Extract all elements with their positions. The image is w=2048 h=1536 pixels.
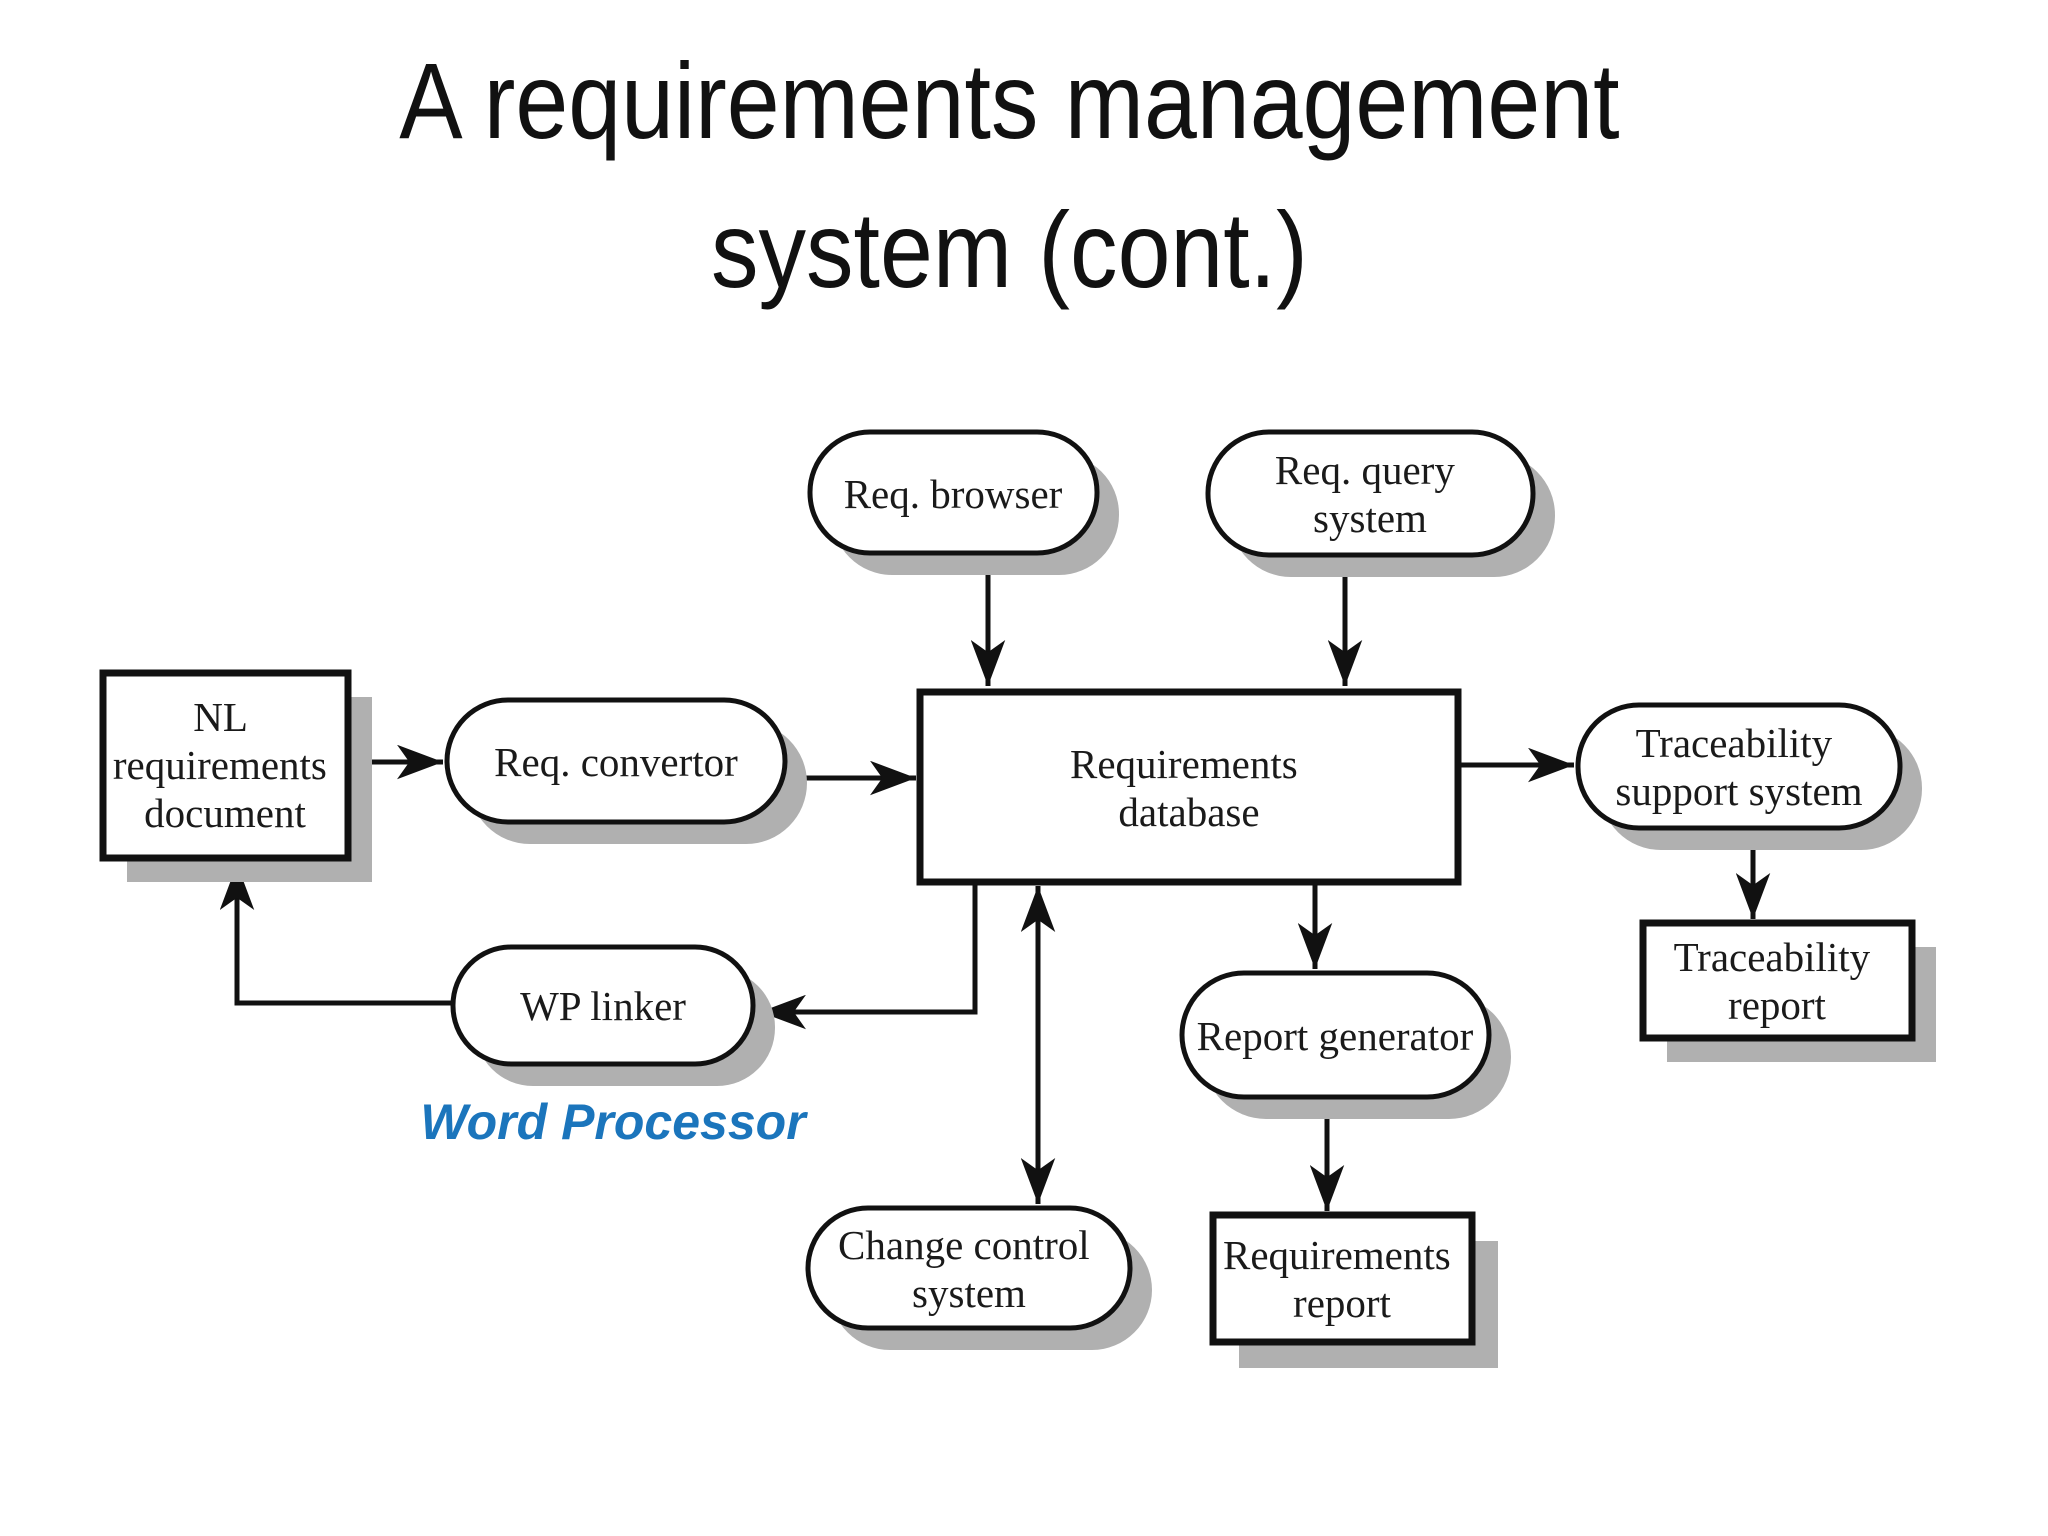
node-wp-linker: WP linker xyxy=(450,944,775,1086)
node-label: Report generator xyxy=(1197,1013,1474,1059)
node-body xyxy=(1639,919,1916,1042)
node-label: NL requirements document xyxy=(113,694,337,836)
node-body xyxy=(1205,429,1536,558)
node-change-control-system: Change control system xyxy=(805,1205,1152,1350)
node-req-browser: Req. browser xyxy=(807,429,1119,575)
node-report-generator: Report generator xyxy=(1179,970,1511,1119)
node-label: Req. convertor xyxy=(494,739,738,785)
node-body xyxy=(444,697,788,825)
node-traceability-report: Traceability report xyxy=(1639,919,1936,1062)
slide-title-line2: system (cont.) xyxy=(710,189,1308,311)
node-label: Change control system xyxy=(838,1222,1100,1316)
node-body xyxy=(99,669,352,862)
node-label: WP linker xyxy=(520,983,686,1029)
node-label: Req. browser xyxy=(844,471,1063,517)
edge-wp-linker-to-nl-document xyxy=(219,864,453,1006)
node-requirements-database: Requirements database xyxy=(916,688,1462,886)
node-label: Req. query system xyxy=(1275,447,1465,541)
node-label: Requirements report xyxy=(1223,1232,1461,1326)
edge-database-to-wp-linker xyxy=(760,882,978,1030)
slide-title: A requirements management system (cont.) xyxy=(0,26,2018,324)
node-body xyxy=(1179,970,1492,1100)
node-label: Traceability report xyxy=(1674,934,1881,1028)
node-body xyxy=(807,429,1100,556)
slide-title-line1: A requirements management xyxy=(398,40,1620,161)
node-traceability-support-system: Traceability support system xyxy=(1575,702,1922,850)
node-body xyxy=(1209,1211,1476,1346)
node-label: Traceability support system xyxy=(1615,720,1862,814)
node-body xyxy=(450,944,756,1067)
node-req-convertor: Req. convertor xyxy=(444,697,807,844)
node-req-query-system: Req. query system xyxy=(1205,429,1555,577)
node-requirements-report: Requirements report xyxy=(1209,1211,1498,1368)
node-label: Requirements database xyxy=(1070,741,1308,835)
node-body xyxy=(1575,702,1903,831)
node-nl-requirements-document: NL requirements document xyxy=(99,669,372,882)
node-body xyxy=(805,1205,1133,1331)
word-processor-annotation: Word Processor xyxy=(420,1094,808,1150)
node-body xyxy=(916,688,1462,886)
